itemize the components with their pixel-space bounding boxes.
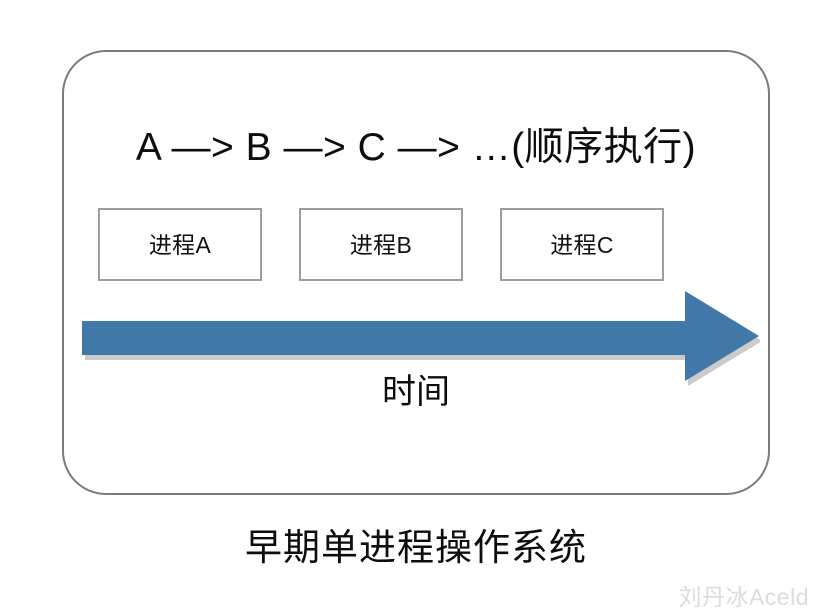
sequence-expression: A —> B —> C —> …(顺序执行) [135,126,697,169]
time-axis-label: 时间 [382,373,450,411]
process-box-a-label: 进程A [148,231,212,258]
diagram-frame [62,50,770,495]
time-arrow-icon [78,286,760,394]
process-box-b: 进程B [299,208,463,281]
process-box-c-label: 进程C [550,231,614,258]
watermark-text: 刘丹冰Aceld [678,584,809,610]
process-box-a: 进程A [98,208,262,281]
process-box-c: 进程C [500,208,664,281]
diagram-caption: 早期单进程操作系统 [245,527,587,568]
process-box-b-label: 进程B [349,231,413,258]
